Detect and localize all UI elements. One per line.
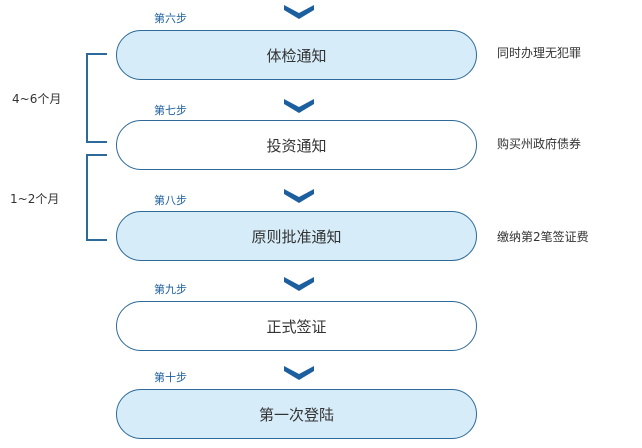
chevron-down-icon bbox=[284, 5, 314, 19]
duration-bracket-1 bbox=[86, 53, 107, 143]
step-label-9: 第九步 bbox=[154, 283, 187, 296]
chevron-down-icon bbox=[284, 99, 314, 113]
step-box-first-landing: 第一次登陆 bbox=[116, 389, 477, 439]
duration-label-1: 4~6个月 bbox=[12, 92, 62, 106]
duration-label-2: 1~2个月 bbox=[10, 192, 60, 206]
duration-bracket-2 bbox=[86, 154, 107, 241]
note-state-bonds: 购买州政府债券 bbox=[497, 137, 582, 151]
note-second-visa-fee: 缴纳第2笔签证费 bbox=[497, 230, 589, 244]
note-no-criminal-record: 同时办理无犯罪 bbox=[497, 46, 582, 60]
step-box-physical-exam: 体检通知 bbox=[116, 30, 477, 80]
step-box-investment: 投资通知 bbox=[116, 120, 477, 170]
step-box-formal-visa: 正式签证 bbox=[116, 301, 477, 351]
step-label-7: 第七步 bbox=[154, 104, 187, 117]
chevron-down-icon bbox=[284, 189, 314, 203]
step-box-approval-in-principle: 原则批准通知 bbox=[116, 211, 477, 261]
step-label-10: 第十步 bbox=[154, 371, 187, 384]
chevron-down-icon bbox=[284, 366, 314, 380]
chevron-down-icon bbox=[284, 277, 314, 291]
step-label-8: 第八步 bbox=[154, 194, 187, 207]
step-label-6: 第六步 bbox=[154, 12, 187, 25]
